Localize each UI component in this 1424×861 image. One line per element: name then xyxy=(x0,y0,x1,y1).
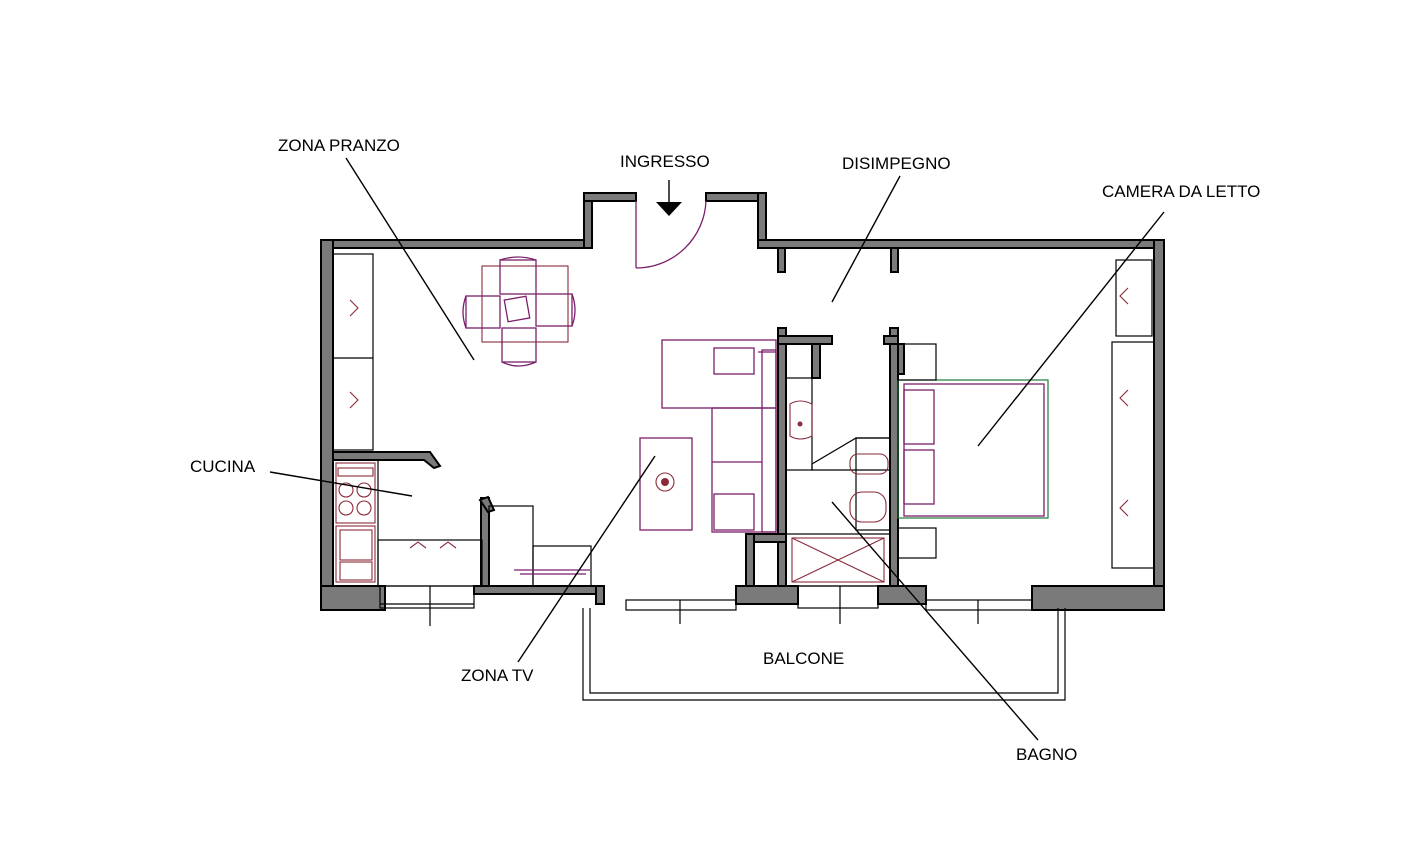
entrance-door xyxy=(635,180,707,269)
coffee-table xyxy=(639,437,693,531)
wardrobes xyxy=(1111,259,1155,569)
entrance-arrow-icon xyxy=(656,202,682,216)
label-camera-da-letto: CAMERA DA LETTO xyxy=(1102,182,1261,201)
inner-walls xyxy=(332,247,905,587)
label-balcone: BALCONE xyxy=(763,649,845,668)
label-zona-tv: ZONA TV xyxy=(461,666,534,685)
tv-cabinet xyxy=(488,505,592,587)
bed xyxy=(897,343,1049,559)
outer-walls xyxy=(320,192,1165,611)
label-disimpegno: DISIMPEGNO xyxy=(842,154,951,173)
label-bagno: BAGNO xyxy=(1016,745,1078,764)
label-zona-pranzo: ZONA PRANZO xyxy=(278,136,400,155)
balcony xyxy=(582,608,1066,701)
dining-set xyxy=(462,256,576,367)
leader-lines xyxy=(269,157,1165,741)
label-cucina: CUCINA xyxy=(190,457,256,476)
label-ingresso: INGRESSO xyxy=(620,152,710,171)
bathroom-fixtures xyxy=(785,377,891,587)
kitchen-cabinets xyxy=(332,253,374,451)
sofa xyxy=(661,339,777,533)
kitchen-counter xyxy=(332,459,483,587)
